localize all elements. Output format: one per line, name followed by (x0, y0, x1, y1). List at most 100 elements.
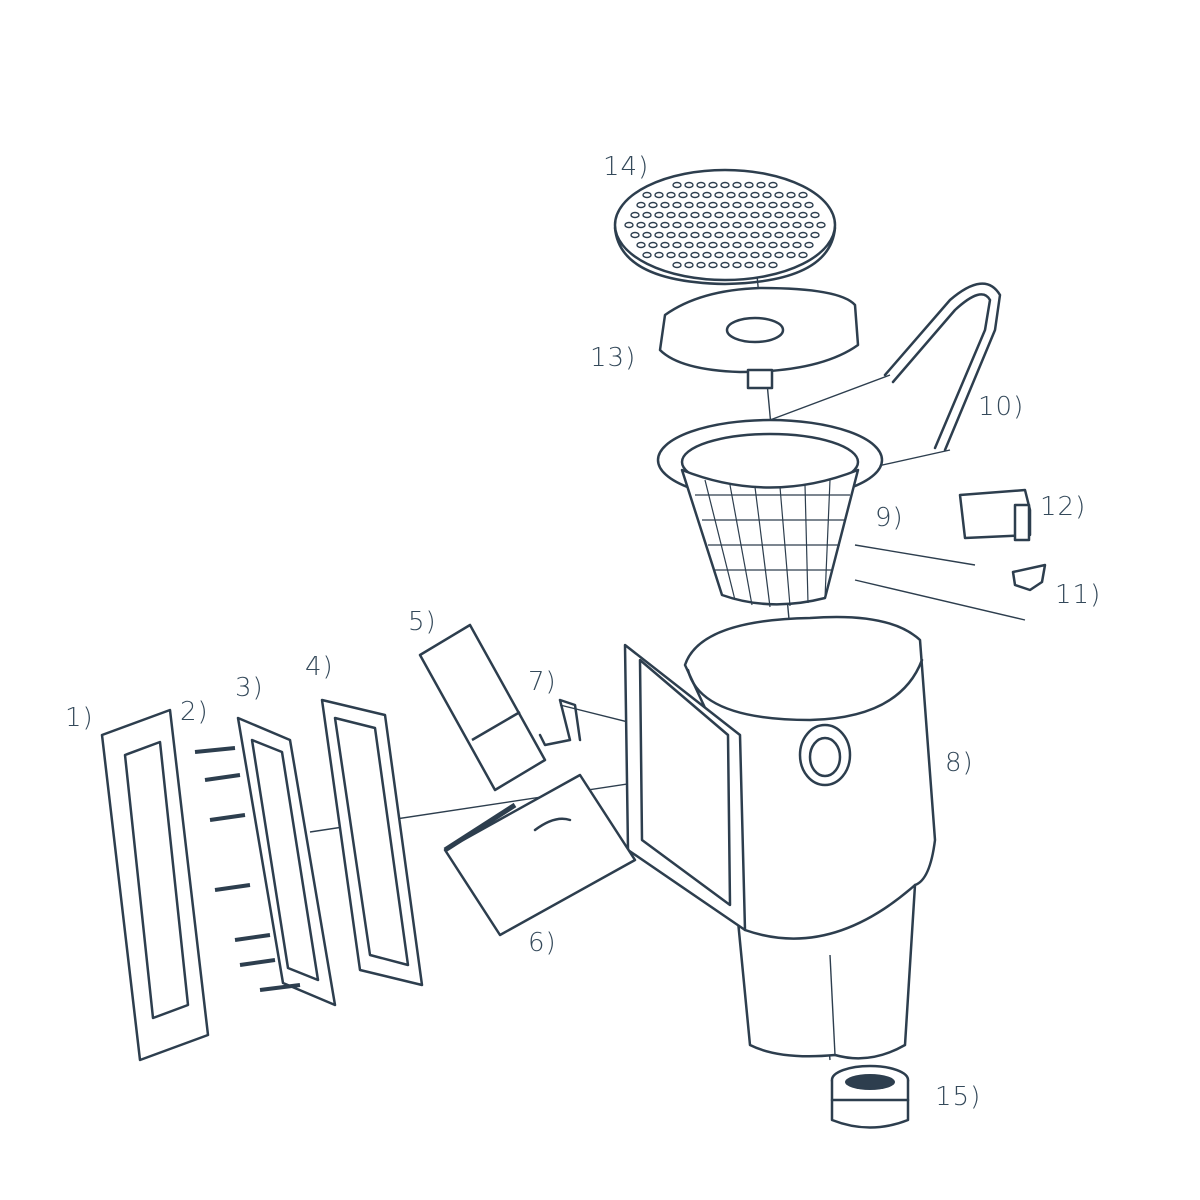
grid-hole (636, 241, 646, 249)
grid-hole (696, 241, 706, 249)
grid-hole (780, 201, 790, 209)
grid-hole (678, 191, 688, 199)
grid-hole (726, 191, 736, 199)
grid-hole (756, 261, 766, 269)
weir-flap-part-6 (443, 773, 637, 937)
grid-hole (660, 221, 670, 229)
grid-hole (690, 211, 700, 219)
grid-hole (654, 231, 664, 239)
grid-hole (714, 191, 724, 199)
grid-hole (798, 191, 808, 199)
grid-hole (648, 221, 658, 229)
label-part-6: 6) (528, 928, 557, 958)
grid-hole (756, 241, 766, 249)
grid-hole (792, 201, 802, 209)
grid-hole (684, 241, 694, 249)
grid-hole (672, 221, 682, 229)
grid-hole (738, 251, 748, 259)
grid-hole (636, 221, 646, 229)
grid-hole (780, 221, 790, 229)
grid-hole (708, 181, 718, 189)
grid-hole (738, 211, 748, 219)
grid-hole (702, 251, 712, 259)
grid-hole (762, 251, 772, 259)
grid-hole (732, 261, 742, 269)
grid-hole (798, 211, 808, 219)
grid-hole (636, 201, 646, 209)
grid-hole (678, 231, 688, 239)
grid-hole (774, 231, 784, 239)
grid-hole (774, 191, 784, 199)
grid-hole (654, 211, 664, 219)
label-part-10: 10) (978, 392, 1025, 422)
grid-hole (696, 261, 706, 269)
grid-hole (774, 211, 784, 219)
grid-hole (630, 211, 640, 219)
grid-hole (684, 201, 694, 209)
grid-hole (744, 261, 754, 269)
grid-hole (744, 201, 754, 209)
grid-hole (702, 211, 712, 219)
grid-hole (720, 181, 730, 189)
grid-hole (732, 201, 742, 209)
grid-hole (774, 251, 784, 259)
grid-hole (648, 241, 658, 249)
grid-hole (642, 231, 652, 239)
grid-hole (744, 221, 754, 229)
label-part-9: 9) (875, 503, 904, 533)
grid-hole (690, 191, 700, 199)
grid-hole (708, 261, 718, 269)
grid-hole (714, 251, 724, 259)
grid-hole (720, 221, 730, 229)
grid-hole (642, 191, 652, 199)
grid-hole (804, 221, 814, 229)
grid-hole (666, 231, 676, 239)
grid-hole (714, 231, 724, 239)
grid-hole (786, 251, 796, 259)
grid-hole (798, 251, 808, 259)
grid-hole (642, 211, 652, 219)
grid-hole (684, 221, 694, 229)
lid-part-13 (658, 286, 860, 390)
grid-hole (666, 211, 676, 219)
basket (656, 418, 884, 608)
grid-hole (750, 251, 760, 259)
grid-hole (672, 261, 682, 269)
grid-hole (768, 221, 778, 229)
label-part-8: 8) (945, 748, 974, 778)
grid-hole (726, 251, 736, 259)
grid-hole (750, 211, 760, 219)
grid-hole (810, 211, 820, 219)
label-part-2: 2) (180, 697, 209, 727)
faceplate-part-1 (100, 708, 210, 1062)
label-part-5: 5) (408, 607, 437, 637)
grid-hole (684, 181, 694, 189)
label-part-15: 15) (935, 1082, 982, 1112)
grid-hole (750, 191, 760, 199)
grid-hole (750, 231, 760, 239)
skimmer-body-part-8 (623, 615, 937, 1060)
gasket-part-3 (236, 716, 337, 1007)
label-part-1: 1) (65, 703, 94, 733)
grid-hole (768, 181, 778, 189)
grid-hole (756, 201, 766, 209)
small-clip-part-11 (1011, 563, 1047, 592)
grid-hole (816, 221, 826, 229)
basket-handle-part-10 (883, 282, 1002, 452)
grid-hole (696, 221, 706, 229)
grid-hole (744, 181, 754, 189)
label-part-13: 13) (590, 343, 637, 373)
label-part-3: 3) (235, 673, 264, 703)
grid-hole (666, 251, 676, 259)
grid-hole (654, 191, 664, 199)
grid-hole (762, 211, 772, 219)
grid-hole (738, 191, 748, 199)
grid-hole (744, 241, 754, 249)
grid-hole (792, 221, 802, 229)
drain-plug-part-15 (830, 1064, 910, 1129)
grid-hole (762, 191, 772, 199)
grid-hole (672, 201, 682, 209)
grid-hole (702, 191, 712, 199)
grid-hole (768, 201, 778, 209)
